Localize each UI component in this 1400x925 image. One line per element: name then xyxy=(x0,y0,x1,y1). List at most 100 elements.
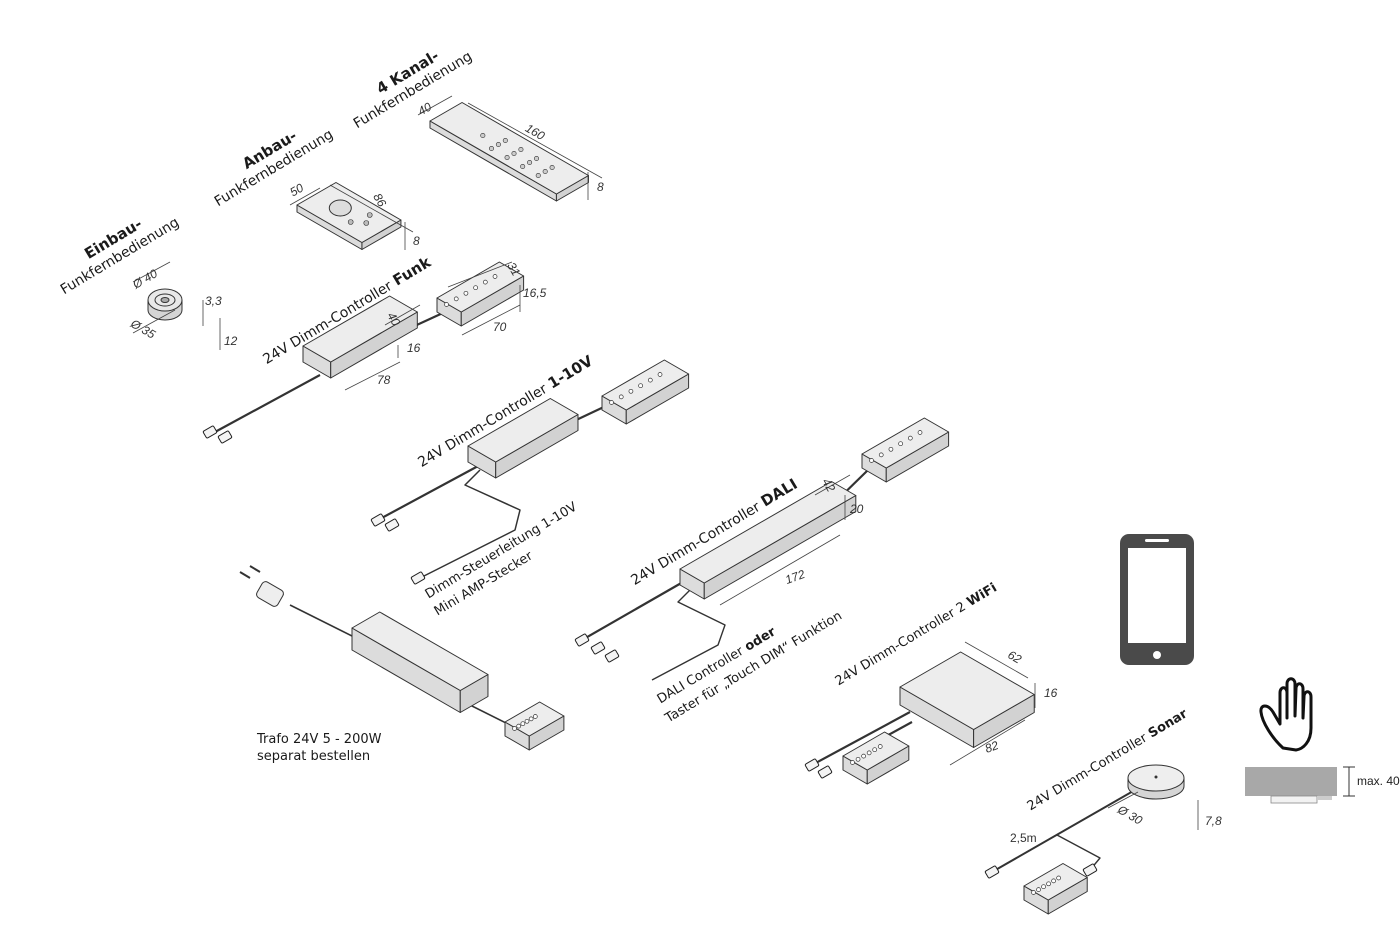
port xyxy=(1056,875,1061,881)
dali-plug xyxy=(590,641,606,655)
top-face xyxy=(436,261,525,313)
dim-dali-height: 20 xyxy=(850,502,864,516)
dim-funk-length: 78 xyxy=(377,373,391,387)
port xyxy=(850,760,855,765)
trafo-label-1: Trafo 24V 5 - 200W xyxy=(257,732,382,747)
sonar-plug xyxy=(1082,863,1098,877)
remote-button xyxy=(363,220,370,226)
remote-button xyxy=(542,169,548,175)
plug-body xyxy=(804,758,820,772)
dim-kanal-height: 8 xyxy=(597,180,604,194)
v110-plug xyxy=(384,518,400,532)
port xyxy=(872,747,878,753)
trafo-label-2: separat bestellen xyxy=(257,749,371,764)
dimension-line xyxy=(132,309,176,334)
dim-wifi-height: 16 xyxy=(1044,686,1058,700)
hand-icon xyxy=(1259,677,1313,752)
trafo-mains-cable xyxy=(289,604,361,641)
wifi-controller xyxy=(899,651,1035,748)
dali-plug xyxy=(604,649,620,663)
port xyxy=(917,430,923,435)
dim-einbau-height-top: 3,3 xyxy=(205,294,222,308)
port xyxy=(444,302,449,307)
top-face xyxy=(601,359,690,411)
dimension-line xyxy=(814,474,851,496)
sonar-hub xyxy=(1023,863,1088,915)
mounting-surface xyxy=(1245,766,1355,804)
wifi-input-cable xyxy=(811,711,911,766)
remote-button xyxy=(502,138,508,144)
port xyxy=(512,726,517,731)
dim-funk-height: 16 xyxy=(407,341,421,355)
dimension-line xyxy=(289,187,321,206)
smartphone-icon xyxy=(1120,534,1194,665)
dimension-line xyxy=(964,641,1029,679)
dim-funk-hub-length: 70 xyxy=(493,320,507,334)
remote-button xyxy=(535,173,541,179)
remote-button xyxy=(518,147,524,153)
dimension-lines xyxy=(132,95,1199,830)
top-face xyxy=(679,481,857,584)
dali-plug xyxy=(574,633,590,647)
plug-body xyxy=(384,518,400,532)
plug-body xyxy=(217,430,233,444)
trafo-hub xyxy=(504,701,565,751)
dimension-line xyxy=(329,184,414,233)
port xyxy=(898,441,903,447)
dimension-line xyxy=(461,304,521,336)
port xyxy=(1046,881,1051,887)
port xyxy=(1051,878,1056,884)
remote-button xyxy=(488,146,494,152)
plug-body xyxy=(817,765,833,779)
dimension-line xyxy=(384,304,421,326)
port xyxy=(520,721,526,727)
funk-plug xyxy=(202,425,218,439)
port xyxy=(453,296,459,302)
wifi-hub xyxy=(842,731,910,785)
sonar-cable xyxy=(991,789,1136,873)
plug-body xyxy=(1082,863,1098,877)
port xyxy=(482,279,488,285)
dim-funk-hub-height: 16,5 xyxy=(523,286,547,300)
dimension-line xyxy=(344,361,401,391)
dim-einbau-height: 12 xyxy=(224,334,238,348)
port xyxy=(463,290,469,296)
funk-hub xyxy=(436,261,525,327)
plug-body xyxy=(370,513,386,527)
remote-button xyxy=(504,155,510,161)
top-face xyxy=(861,417,950,469)
remote-button xyxy=(347,219,354,225)
v110-controller xyxy=(467,398,579,479)
dim-anbau-height: 8 xyxy=(413,234,420,248)
port xyxy=(628,388,634,394)
dimension-line xyxy=(447,261,513,288)
v110-control-cable xyxy=(419,469,521,579)
plug-body xyxy=(202,425,218,439)
plug-body xyxy=(256,581,284,607)
port xyxy=(861,753,866,759)
dim-sonar-height: 7,8 xyxy=(1205,814,1222,828)
port xyxy=(528,716,534,722)
anbau-remote xyxy=(296,182,402,250)
funk-controller xyxy=(302,295,418,379)
v110-input-cable xyxy=(377,464,481,521)
dali-input-cable xyxy=(581,577,691,641)
ring xyxy=(154,293,176,307)
v110-hub xyxy=(601,359,690,425)
remote-button xyxy=(534,156,540,162)
plug-body xyxy=(410,571,426,585)
wifi-plug xyxy=(804,758,820,772)
plug-pin xyxy=(239,571,251,579)
dali-touch-cable xyxy=(651,587,726,681)
port xyxy=(532,714,538,719)
dimension-line xyxy=(719,534,841,606)
transformer xyxy=(351,611,489,713)
mini-amp-plug xyxy=(410,571,426,585)
top-face xyxy=(429,102,589,195)
remote-button xyxy=(549,165,555,171)
plug-body xyxy=(984,865,1000,879)
top-face xyxy=(899,651,1035,730)
plug-pin xyxy=(249,565,261,573)
